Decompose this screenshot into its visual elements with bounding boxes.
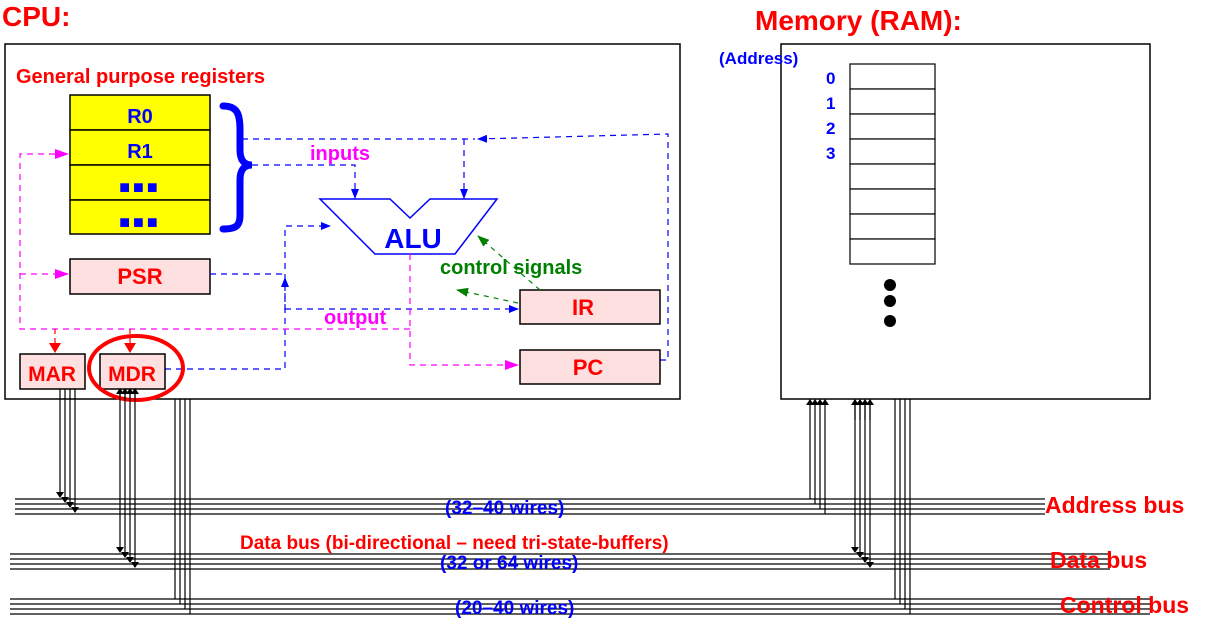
alu-to-pc-path — [409, 254, 519, 370]
ellipsis-dot — [884, 279, 896, 291]
control-signal-to-alu — [477, 235, 541, 291]
cpu-box — [4, 43, 681, 400]
memory-cell — [849, 113, 936, 140]
control-signal-left — [456, 287, 519, 304]
memory-title: Memory (RAM): — [755, 5, 962, 36]
alu-to-r1-path — [19, 149, 410, 330]
register-file: R0 R1 ■■■ ■■■ — [69, 94, 211, 235]
register-r0-label: R0 — [127, 106, 153, 128]
register-ellipsis-label-1: ■■■ — [119, 177, 161, 197]
memory-box — [780, 43, 1151, 400]
mdr-highlight-circle — [87, 334, 185, 402]
alu-shape — [318, 198, 499, 255]
system-buses — [10, 388, 1150, 615]
pc-feedback-path — [477, 133, 669, 361]
control-bus-label: Control bus — [1060, 592, 1189, 618]
inputs-label: inputs — [310, 143, 370, 165]
psr-label: PSR — [117, 264, 162, 289]
address-2: 2 — [826, 119, 835, 138]
address-1: 1 — [826, 94, 835, 113]
memory-cell — [849, 188, 936, 215]
memory-cell — [849, 88, 936, 115]
register-mdr — [99, 353, 166, 390]
register-ir — [519, 289, 661, 325]
memory-cell — [849, 163, 936, 190]
output-label: output — [324, 307, 387, 329]
mar-label: MAR — [28, 363, 76, 386]
register-ellipsis-label-2: ■■■ — [119, 212, 161, 232]
address-0: 0 — [826, 69, 835, 88]
data-bus-label: Data bus — [1050, 547, 1147, 573]
register-r1-label: R1 — [127, 141, 153, 163]
ellipsis-dot — [884, 295, 896, 307]
address-bus-wires: (32–40 wires) — [445, 498, 564, 519]
ir-label: IR — [572, 295, 594, 320]
pc-label: PC — [573, 355, 604, 380]
gpr-label: General purpose registers — [16, 66, 265, 88]
control-signals-label: control signals — [440, 257, 582, 279]
data-bus-note: Data bus (bi-directional – need tri-stat… — [240, 533, 669, 554]
register-psr — [69, 258, 211, 295]
control-bus-wires: (20–40 wires) — [455, 598, 574, 619]
memory-cell — [849, 238, 936, 265]
alu-label: ALU — [384, 223, 442, 254]
memory-cells — [849, 63, 936, 265]
cpu-title: CPU: — [2, 1, 70, 32]
register-more-1 — [69, 164, 211, 201]
data-bus-wires: (32 or 64 wires) — [440, 553, 578, 574]
address-label: (Address) — [719, 49, 798, 68]
mdr-label: MDR — [108, 363, 156, 386]
ellipsis-dot — [884, 315, 896, 327]
memory-cell — [849, 63, 936, 90]
address-bus-label: Address bus — [1045, 492, 1184, 518]
brace-icon — [219, 102, 253, 233]
register-more-2 — [69, 199, 211, 235]
address-3: 3 — [826, 144, 835, 163]
register-mar — [19, 353, 86, 390]
mdr-to-alu-path — [165, 222, 331, 370]
register-pc — [519, 349, 661, 385]
input-path-left — [252, 164, 359, 199]
memory-cell — [849, 213, 936, 240]
memory-cell — [849, 138, 936, 165]
